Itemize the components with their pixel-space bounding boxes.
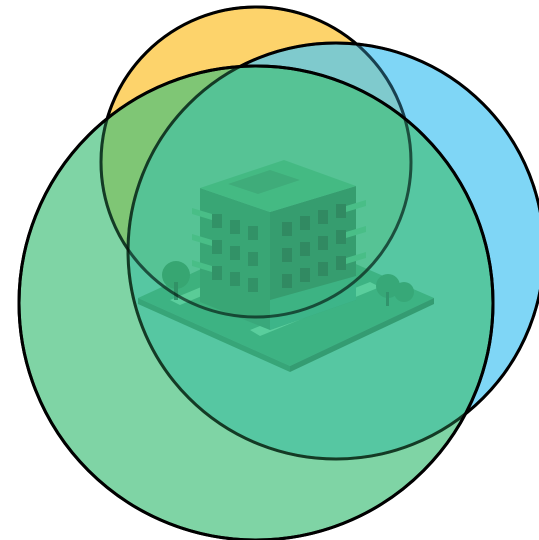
venn-diagram-canvas [0,0,539,540]
venn-diagram [0,0,539,540]
